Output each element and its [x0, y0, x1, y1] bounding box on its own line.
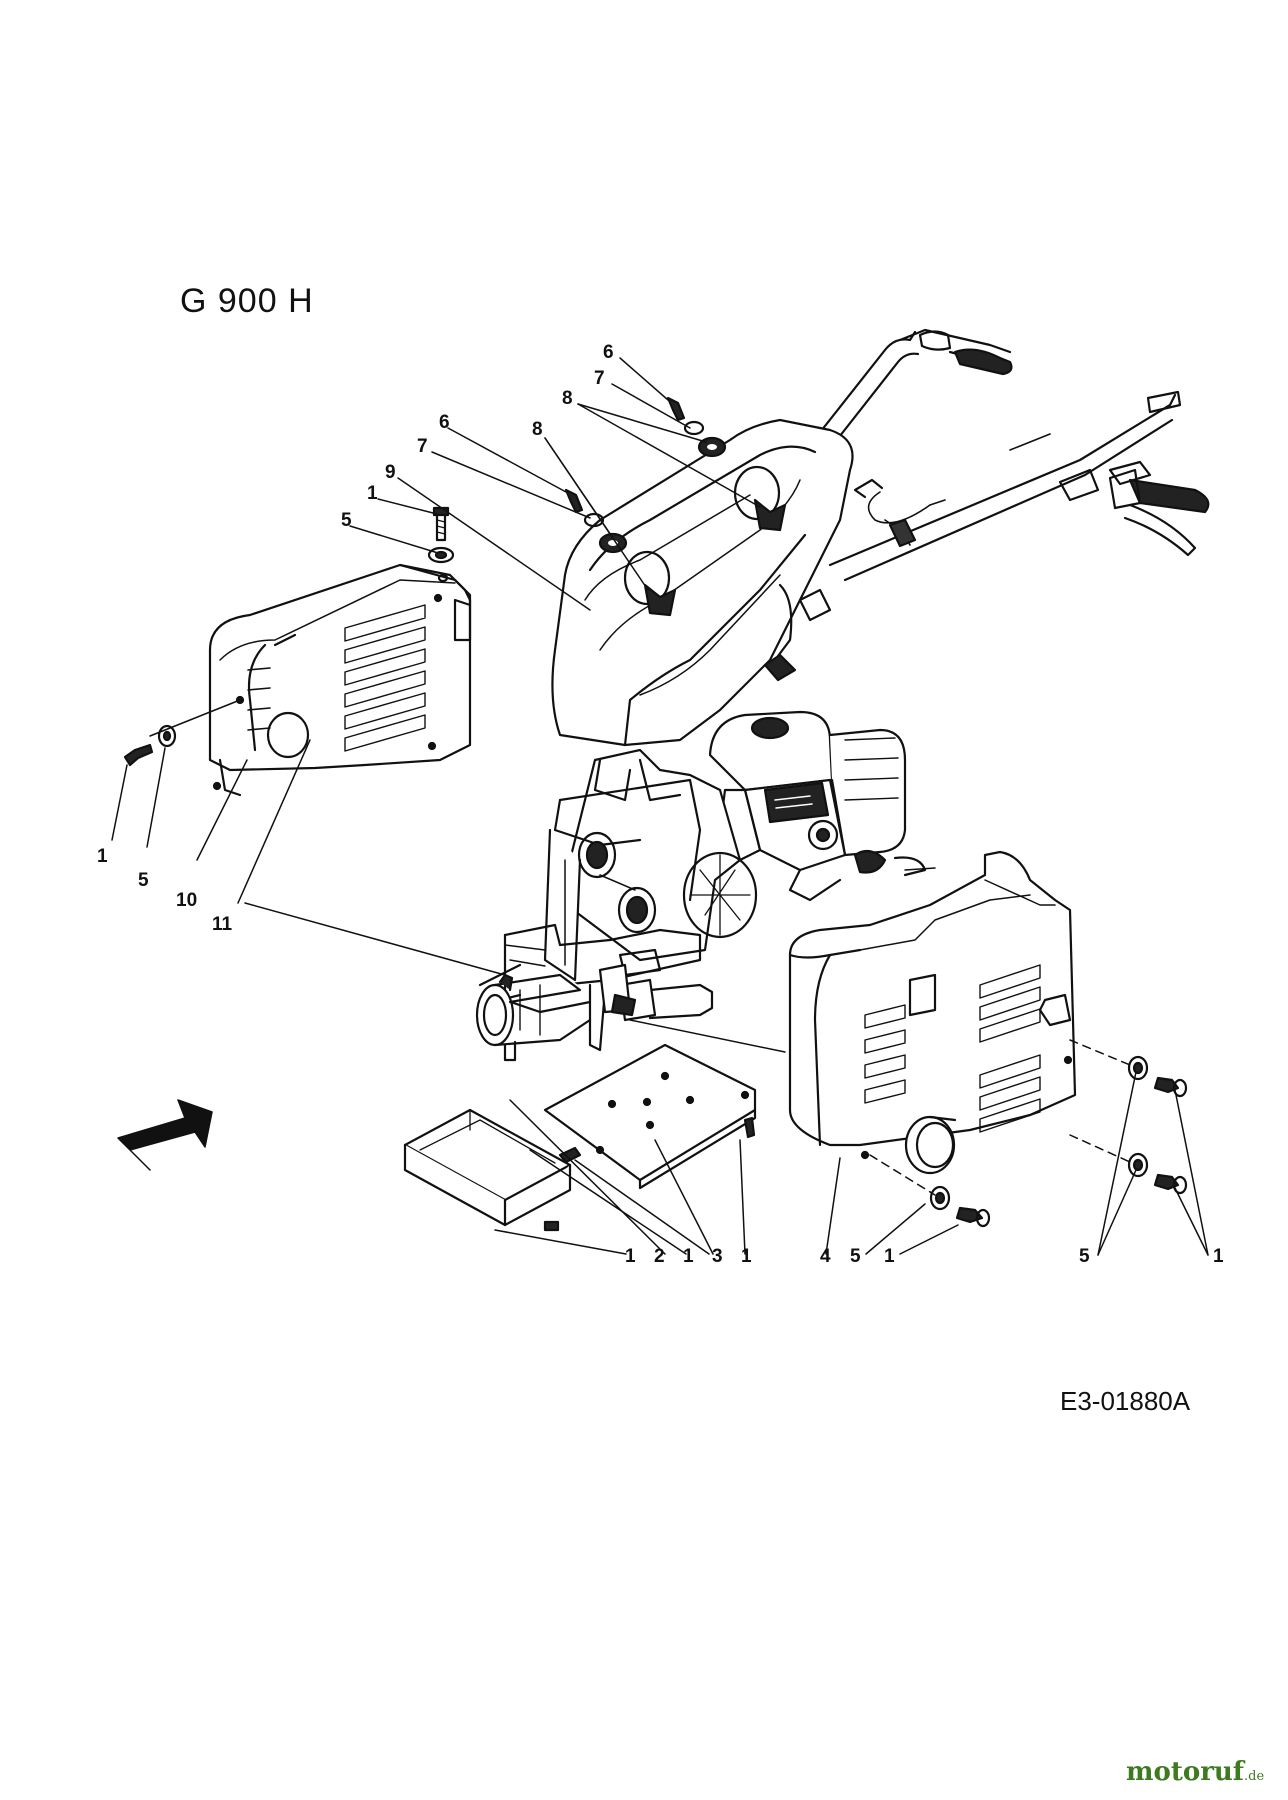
callout-1: 1	[683, 1246, 694, 1267]
watermark-logo: motoruf.de	[1126, 1757, 1264, 1787]
callout-8: 8	[532, 419, 543, 440]
callout-5: 5	[138, 870, 149, 891]
callout-10: 10	[176, 890, 197, 911]
tray	[403, 1108, 572, 1227]
callout-5: 5	[341, 510, 352, 531]
left-belt-cover	[208, 563, 472, 797]
callout-8: 8	[562, 388, 573, 409]
watermark-name: motoruf	[1126, 1757, 1244, 1787]
callout-6: 6	[603, 342, 614, 363]
callout-11: 11	[212, 914, 233, 935]
watermark-tld: .de	[1244, 1769, 1265, 1784]
right-belt-cover	[788, 850, 1077, 1175]
callout-3: 3	[712, 1246, 723, 1267]
callout-2: 2	[654, 1246, 665, 1267]
bottom-plate	[543, 1043, 757, 1190]
callout-1: 1	[367, 483, 378, 504]
callout-5: 5	[850, 1246, 861, 1267]
callout-1: 1	[97, 846, 108, 867]
engine	[708, 710, 936, 902]
callout-7: 7	[594, 368, 605, 389]
callout-1: 1	[741, 1246, 752, 1267]
handlebar	[808, 328, 1210, 582]
frame	[475, 748, 758, 1062]
callout-4: 4	[820, 1246, 831, 1267]
callout-1: 1	[1213, 1246, 1224, 1267]
callout-9: 9	[385, 462, 396, 483]
callout-7: 7	[417, 436, 428, 457]
direction-arrow	[117, 1099, 213, 1171]
leader-lines	[111, 357, 1209, 1256]
callout-1: 1	[884, 1246, 895, 1267]
drawing-code: E3-01880A	[1060, 1386, 1191, 1416]
column-cover	[551, 418, 854, 747]
callout-1: 1	[625, 1246, 636, 1267]
callout-6: 6	[439, 412, 450, 433]
model-title: G 900 H	[180, 282, 314, 320]
callout-5: 5	[1079, 1246, 1090, 1267]
